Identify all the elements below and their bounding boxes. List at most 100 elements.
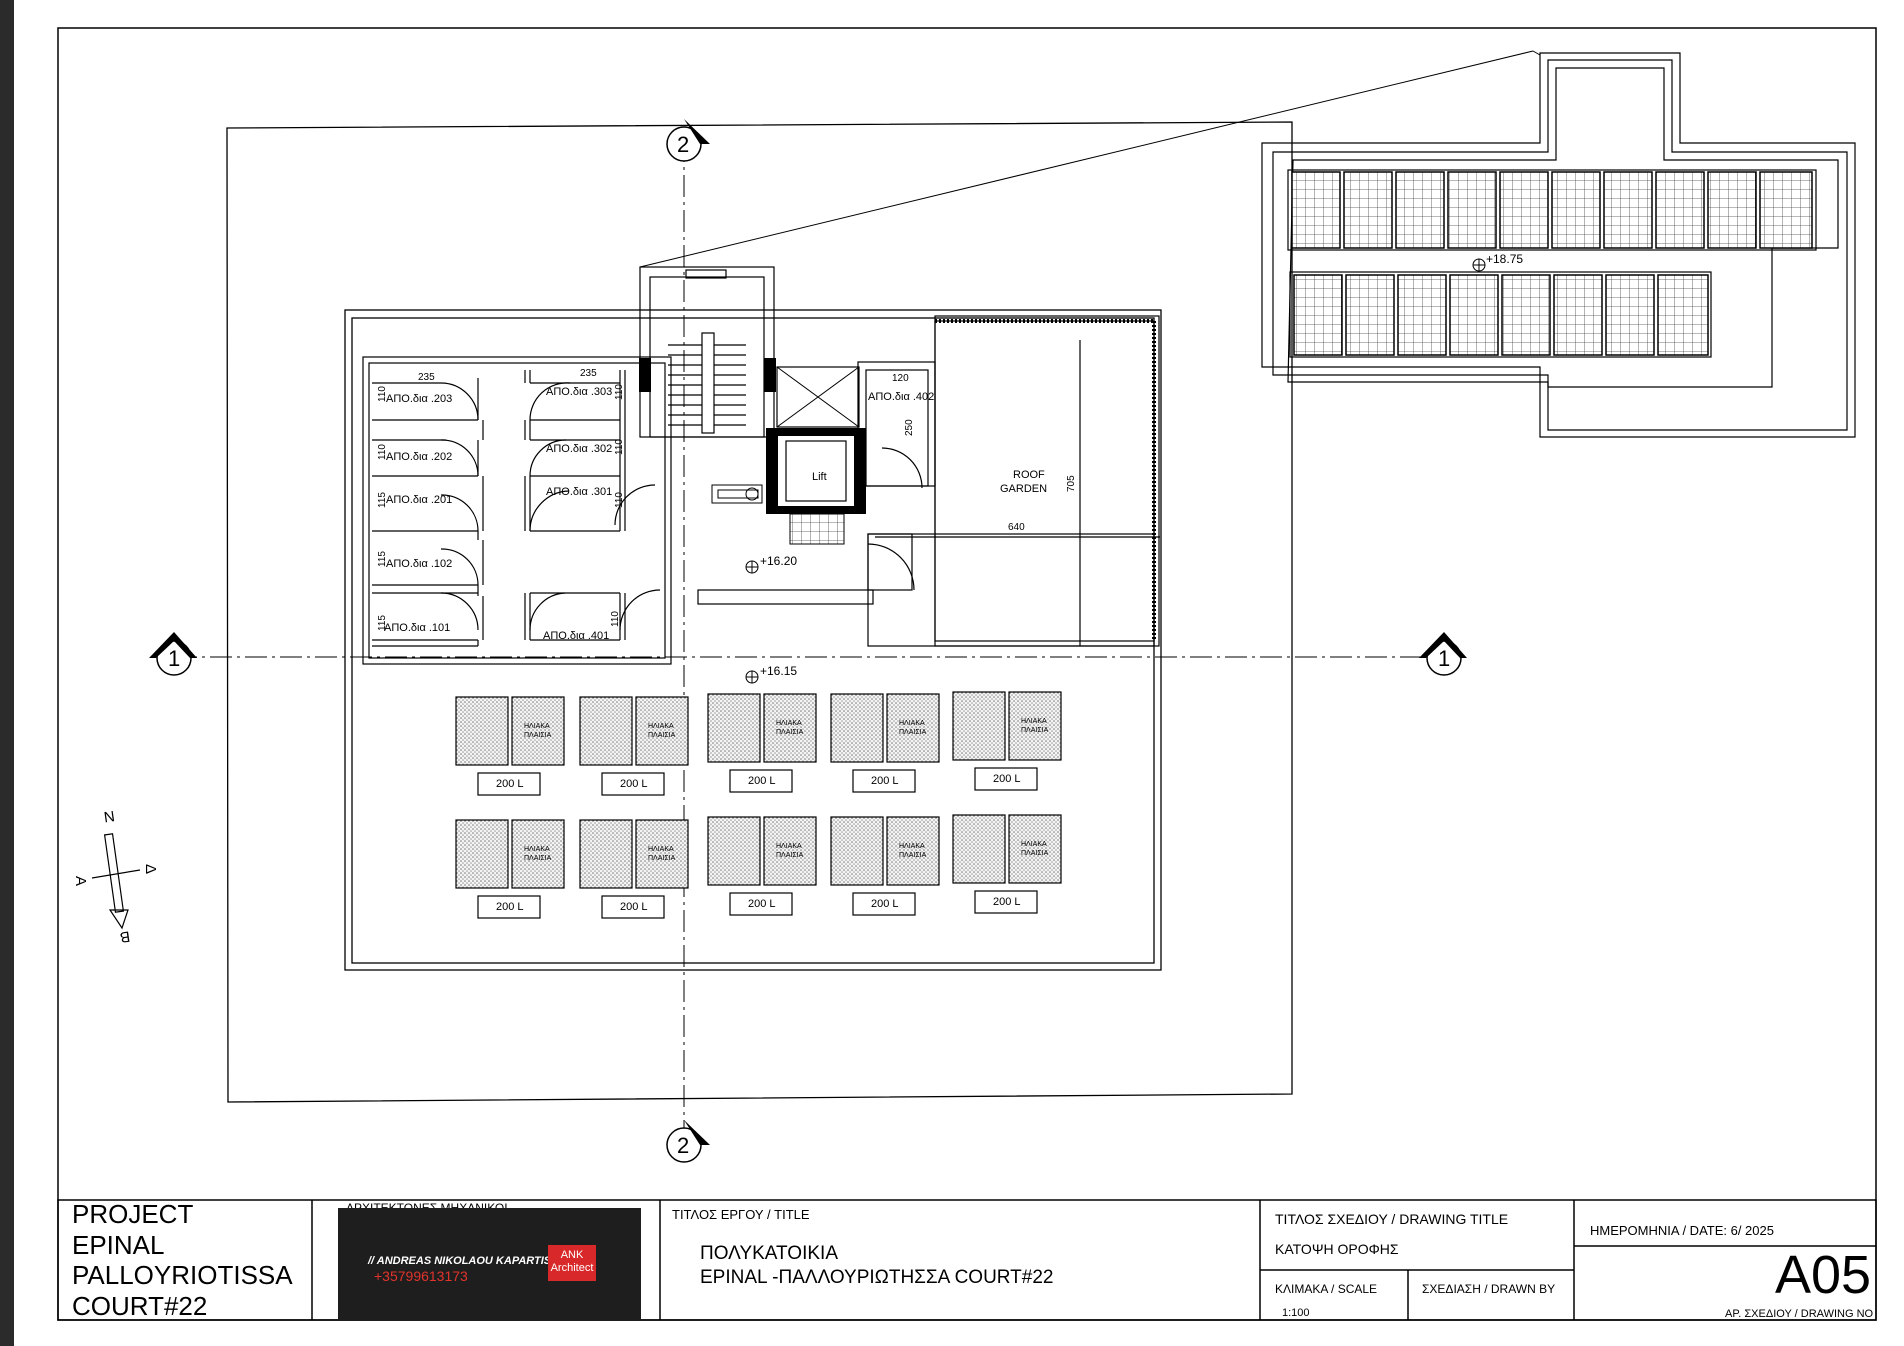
project-line: PALLOYRIOTISSA [72, 1260, 293, 1290]
tank-label: 200 L [993, 896, 1021, 908]
dimension: 705 [1066, 475, 1077, 492]
room-label: ΑΠΟ.δια .302 [546, 443, 612, 455]
panel-label: ΠΛΑΙΣΙΑ [776, 729, 804, 736]
logo-badge-bottom: Architect [550, 1262, 594, 1274]
logo-phone: +35799613173 [374, 1268, 468, 1284]
tank-label: 200 L [620, 901, 648, 913]
dimension: 115 [377, 615, 388, 631]
dimension: 235 [580, 368, 597, 379]
dimension: 110 [614, 439, 625, 455]
level-label: +18.75 [1486, 252, 1523, 266]
room-label: ΑΠΟ.δια .201 [386, 494, 452, 506]
dimension: 110 [377, 444, 388, 460]
lift [766, 366, 866, 545]
dimension: 115 [377, 492, 388, 508]
grid-label-1-right: 1 [1438, 646, 1450, 671]
panel-label: ΗΛΙΑΚΑ [776, 843, 802, 850]
grid-axes [175, 140, 1440, 1140]
architect-logo: // ANDREAS NIKOLAOU KAPARTIS +3579961317… [338, 1208, 641, 1320]
panel-label: ΠΛΑΙΣΙΑ [899, 852, 927, 859]
roof-garden-label: ROOF [1013, 469, 1045, 481]
drawn-by-label: ΣΧΕΔΙΑΣΗ / DRAWN BY [1422, 1282, 1556, 1296]
dimension: 120 [892, 373, 909, 384]
solar-collectors [455, 691, 1062, 919]
room-label: ΑΠΟ.δια .203 [386, 393, 452, 405]
drawing-number: A05 [1775, 1245, 1872, 1305]
panel-label: ΠΛΑΙΣΙΑ [1021, 727, 1049, 734]
panel-label: ΗΛΙΑΚΑ [648, 723, 674, 730]
panel-label: ΗΛΙΑΚΑ [648, 846, 674, 853]
dimension: 250 [904, 419, 915, 436]
level-label: +16.15 [760, 664, 797, 678]
dimension: 110 [610, 611, 621, 627]
plot-boundary [226, 121, 1293, 1103]
level-label: +16.20 [760, 554, 797, 568]
tank-label: 200 L [496, 778, 524, 790]
roof-garden-label: GARDEN [1000, 483, 1047, 495]
panel-label: ΗΛΙΑΚΑ [776, 720, 802, 727]
date-label: ΗΜΕΡΟΜΗΝΙΑ / DATE: 6/ 2025 [1590, 1223, 1774, 1238]
scale-value: 1:100 [1282, 1307, 1310, 1319]
room-label: ΑΠΟ.δια .301 [546, 486, 612, 498]
project-line: EPINAL [72, 1230, 165, 1260]
window-edge [0, 0, 14, 1346]
drawing-title: ΚΑΤΟΨΗ ΟΡΟΦΗΣ [1275, 1241, 1399, 1257]
project-title-label: ΤΙΤΛΟΣ ΕΡΓΟΥ / TITLE [672, 1207, 810, 1222]
tank-label: 200 L [748, 775, 776, 787]
title-block [57, 1199, 1877, 1321]
lift-label: Lift [812, 471, 827, 483]
panel-label: ΠΛΑΙΣΙΑ [524, 732, 552, 739]
room-label: ΑΠΟ.δια .401 [543, 630, 609, 642]
project-title-line: ΠΟΛΥΚΑΤΟΙΚΙΑ [700, 1243, 838, 1264]
panel-label: ΗΛΙΑΚΑ [524, 846, 550, 853]
panel-label: ΗΛΙΑΚΑ [899, 843, 925, 850]
room-label: ΑΠΟ.δια .303 [546, 386, 612, 398]
panel-label: ΠΛΑΙΣΙΑ [524, 855, 552, 862]
drawing-title-label: ΤΙΤΛΟΣ ΣΧΕΔΙΟΥ / DRAWING TITLE [1275, 1211, 1509, 1227]
tank-label: 200 L [748, 898, 776, 910]
level-markers [745, 258, 1486, 684]
tank-label: 200 L [993, 773, 1021, 785]
grid-label-2-bottom: 2 [677, 1133, 689, 1158]
scale-label: ΚΛΙΜΑΚΑ / SCALE [1275, 1282, 1378, 1296]
panel-label: ΠΛΑΙΣΙΑ [1021, 850, 1049, 857]
storage-rooms [362, 356, 672, 665]
tank-label: 200 L [496, 901, 524, 913]
north-arrow [91, 833, 141, 930]
room-label: ΑΠΟ.δια .202 [386, 451, 452, 463]
compass-d: Δ [142, 864, 159, 874]
stair-core [639, 266, 775, 438]
panel-label: ΗΛΙΑΚΑ [1021, 718, 1047, 725]
tank-label: 200 L [871, 898, 899, 910]
roof-garden [867, 315, 1160, 647]
grid-label-2-top: 2 [677, 132, 689, 157]
project-line: PROJECT [72, 1199, 194, 1229]
dimension: 110 [377, 386, 388, 402]
dimension: 110 [614, 492, 625, 508]
room-label: ΑΠΟ.δια .402 [868, 391, 934, 403]
compass-b: B [119, 927, 131, 945]
compass-n: N [103, 808, 116, 826]
logo-badge-top: ANK [560, 1249, 584, 1261]
room-label: ΑΠΟ.δια .101 [384, 622, 450, 634]
drawing-no-label: ΑΡ. ΣΧΕΔΙΟΥ / DRAWING NO [1725, 1308, 1874, 1320]
project-line: COURT#22 [72, 1291, 208, 1321]
project-title-line: EPINAL -ΠΑΛΛΟΥΡΙΩΤΗΣΣΑ COURT#22 [700, 1267, 1054, 1288]
tank-label: 200 L [620, 778, 648, 790]
panel-label: ΗΛΙΑΚΑ [1021, 841, 1047, 848]
dimension: 640 [1008, 522, 1025, 533]
panel-label: ΠΛΑΙΣΙΑ [776, 852, 804, 859]
dimension: 110 [614, 384, 625, 400]
compass-a: A [72, 876, 89, 886]
pv-roof-detail [1261, 52, 1856, 438]
dimension: 115 [377, 551, 388, 567]
grid-label-1-left: 1 [168, 646, 180, 671]
room-label: ΑΠΟ.δια .102 [386, 558, 452, 570]
tank-label: 200 L [871, 775, 899, 787]
panel-label: ΠΛΑΙΣΙΑ [648, 855, 676, 862]
wheelchair-icon [711, 484, 763, 504]
panel-label: ΠΛΑΙΣΙΑ [899, 729, 927, 736]
dimension: 235 [418, 372, 435, 383]
logo-badge: ANK Architect [548, 1245, 596, 1281]
